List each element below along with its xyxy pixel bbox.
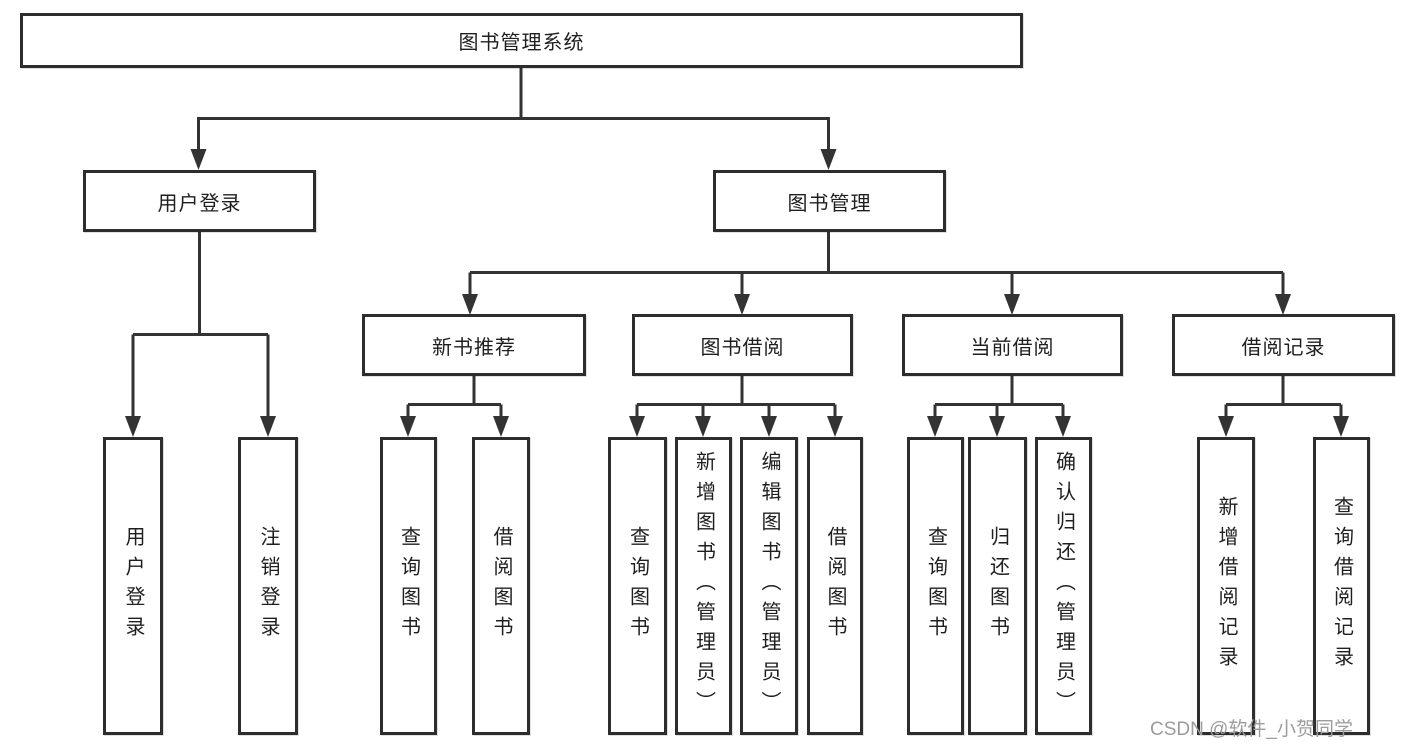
leaf-add-books-admin-label: 新增图书（管理员）: [692, 451, 715, 721]
leaf-logout-label: 注销登录: [257, 526, 279, 646]
leaf-query-books-recommend-label: 查询图书: [397, 526, 420, 646]
leaf-query-borrow-record-label: 查询借阅记录: [1330, 496, 1353, 676]
leaf-add-borrow-record-label: 新增借阅记录: [1215, 496, 1237, 676]
leaf-return-books-label: 归还图书: [986, 526, 1009, 646]
node-borrow-records: 借阅记录: [1172, 314, 1395, 376]
node-root: 图书管理系统: [20, 13, 1023, 68]
node-new-book-recommend-label: 新书推荐: [432, 336, 516, 359]
leaf-add-borrow-record: 新增借阅记录: [1197, 437, 1255, 735]
leaf-query-books-current-label: 查询图书: [924, 526, 947, 646]
node-user-login: 用户登录: [83, 170, 316, 232]
leaf-confirm-return-admin-label: 确认归还（管理员）: [1052, 451, 1075, 721]
leaf-query-books-current: 查询图书: [907, 437, 964, 735]
node-book-management-label: 图书管理: [787, 192, 872, 215]
node-book-borrow: 图书借阅: [632, 314, 853, 376]
node-current-borrow-label: 当前借阅: [970, 336, 1055, 359]
leaf-return-books: 归还图书: [968, 437, 1027, 735]
node-root-label: 图书管理系统: [458, 32, 585, 54]
leaf-add-books-admin: 新增图书（管理员）: [675, 437, 732, 735]
leaf-borrow-books-recommend: 借阅图书: [472, 437, 530, 735]
node-current-borrow: 当前借阅: [902, 314, 1123, 376]
node-borrow-records-label: 借阅记录: [1241, 336, 1326, 359]
node-book-management: 图书管理: [713, 170, 946, 232]
leaf-user-login: 用户登录: [103, 437, 163, 735]
leaf-confirm-return-admin: 确认归还（管理员）: [1035, 437, 1092, 735]
leaf-borrow-books: 借阅图书: [807, 437, 863, 735]
leaf-edit-books-admin: 编辑图书（管理员）: [740, 437, 798, 735]
csdn-watermark: CSDN @软件_小贺同学: [1150, 719, 1353, 740]
node-user-login-label: 用户登录: [157, 192, 242, 215]
leaf-logout: 注销登录: [238, 437, 298, 735]
leaf-borrow-books-label: 借阅图书: [824, 526, 846, 646]
leaf-query-books-borrow: 查询图书: [608, 437, 667, 735]
leaf-query-books-recommend: 查询图书: [380, 437, 437, 735]
leaf-borrow-books-recommend-label: 借阅图书: [490, 526, 512, 646]
leaf-user-login-label: 用户登录: [122, 526, 144, 646]
leaf-edit-books-admin-label: 编辑图书（管理员）: [758, 451, 780, 721]
node-new-book-recommend: 新书推荐: [362, 314, 586, 376]
leaf-query-borrow-record: 查询借阅记录: [1313, 437, 1370, 735]
leaf-query-books-borrow-label: 查询图书: [626, 526, 649, 646]
node-book-borrow-label: 图书借阅: [700, 336, 785, 359]
